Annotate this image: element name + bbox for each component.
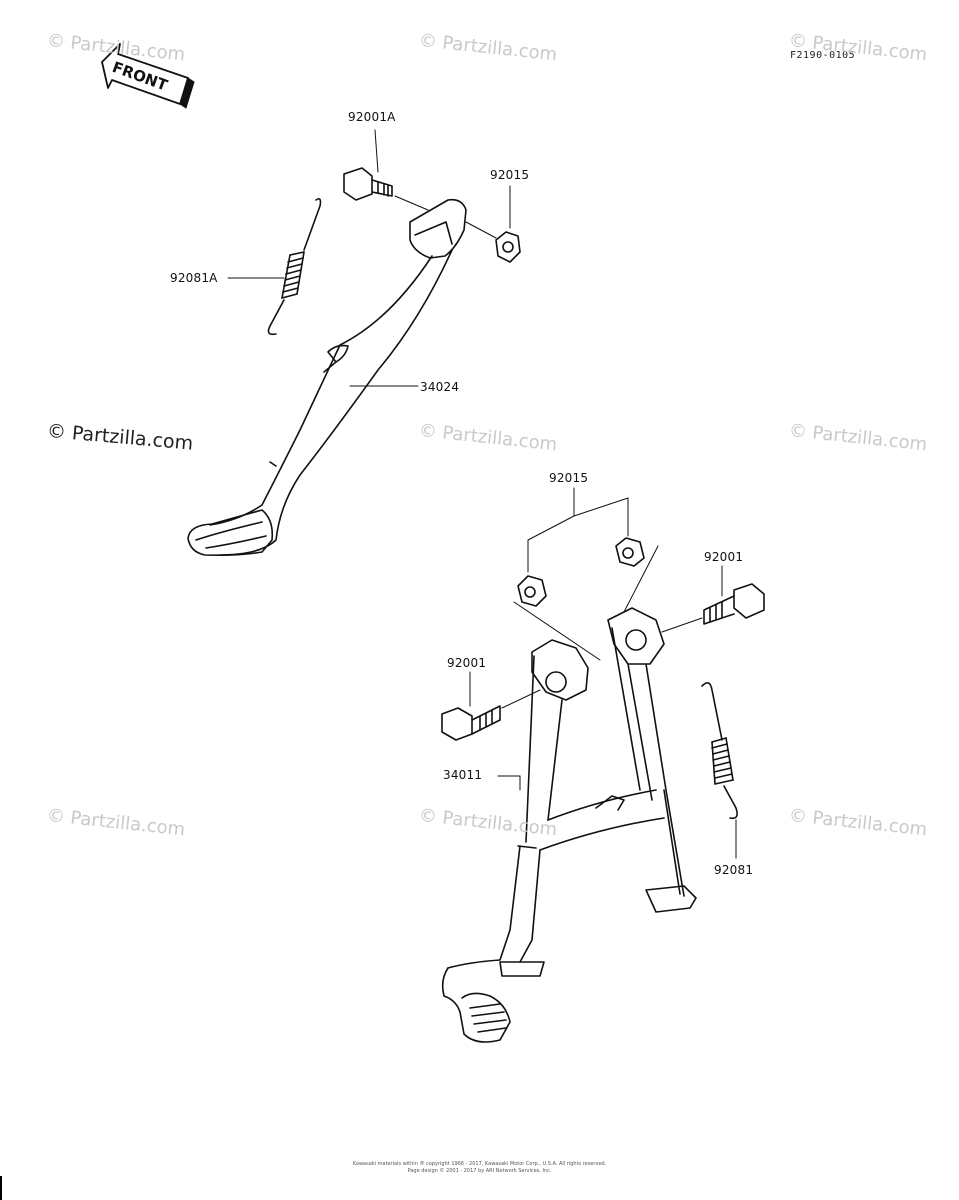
main-stand-34011[interactable] (441, 607, 697, 1043)
copyright-line: Kawasaki materials within ® copyright 19… (352, 1161, 607, 1167)
bracket-92015-main (527, 487, 629, 573)
label-92015-side[interactable]: 92015 (490, 168, 530, 182)
side-stand-34024[interactable] (187, 198, 467, 556)
label-92015-main[interactable]: 92015 (549, 471, 589, 485)
leader-34011 (497, 775, 521, 791)
bolt-92001A[interactable] (343, 167, 393, 201)
spring-92081[interactable] (701, 682, 738, 820)
nut-92015-side[interactable] (495, 231, 521, 263)
axis-line-bolt-right (661, 617, 703, 633)
label-34024[interactable]: 34024 (420, 380, 460, 394)
nut-92015-main-left[interactable] (517, 575, 547, 607)
spring-92081A[interactable] (267, 198, 322, 336)
label-92081[interactable]: 92081 (714, 863, 754, 877)
axis-line-side-bolt (394, 195, 429, 211)
leader-92001A (374, 129, 379, 173)
label-34011[interactable]: 34011 (443, 768, 483, 782)
label-92081A[interactable]: 92081A (170, 271, 218, 285)
front-arrow-icon (101, 43, 195, 109)
edge-mark (0, 1176, 2, 1200)
bolt-92001-right[interactable] (703, 583, 765, 625)
axis-line-main-left (513, 601, 601, 661)
page-design-line: Page design © 2001 - 2017 by ARI Network… (407, 1168, 552, 1174)
label-92001-left[interactable]: 92001 (447, 656, 487, 670)
axis-line-bolt-left (501, 689, 541, 709)
axis-line-side-nut (465, 221, 497, 239)
bolt-92001-left[interactable] (441, 705, 501, 741)
label-92001A[interactable]: 92001A (348, 110, 396, 124)
label-92001-right[interactable]: 92001 (704, 550, 744, 564)
nut-92015-main-right[interactable] (615, 537, 645, 567)
axis-line-main-right (623, 545, 659, 613)
diagram-code: F2190-0105 (790, 50, 856, 61)
